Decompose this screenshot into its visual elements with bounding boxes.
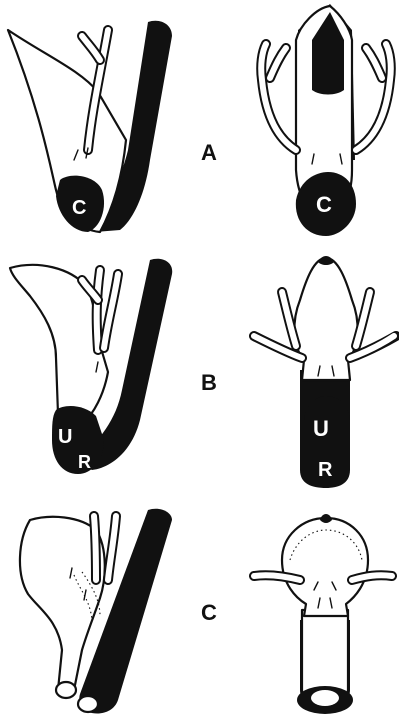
dark-tube-end [78,696,98,712]
row-a: C C [8,4,391,236]
ureteric-tubes [94,516,116,580]
row-b-front-view: U R [254,256,396,488]
left-branches [254,292,302,358]
bulb-tip [318,256,334,265]
right-tube [352,575,392,580]
cloaca-label: C [316,192,332,217]
row-c-front-view [254,514,392,714]
row-letter-b: B [201,370,218,395]
row-c: C [20,509,392,714]
right-branches [356,44,391,150]
row-b-side-view: U R [10,259,172,474]
left-tube [254,575,300,580]
urogenital-label: U [58,426,72,448]
rectal-label: R [318,459,333,481]
urethra-end [56,682,76,698]
row-a-front-view: C [261,4,391,236]
column-end-hole [311,690,339,706]
row-b: U R U R [10,256,396,488]
left-branches [261,44,296,150]
row-c-side-view [20,509,172,714]
row-letter-a: A [201,140,218,165]
right-branches [350,292,396,358]
bladder-outline [282,518,368,616]
rectal-label: R [78,452,91,472]
urogenital-label: U [313,416,329,441]
cloaca-label: C [72,197,86,219]
row-a-side-view: C [8,21,172,232]
row-letter-c: C [201,600,218,625]
